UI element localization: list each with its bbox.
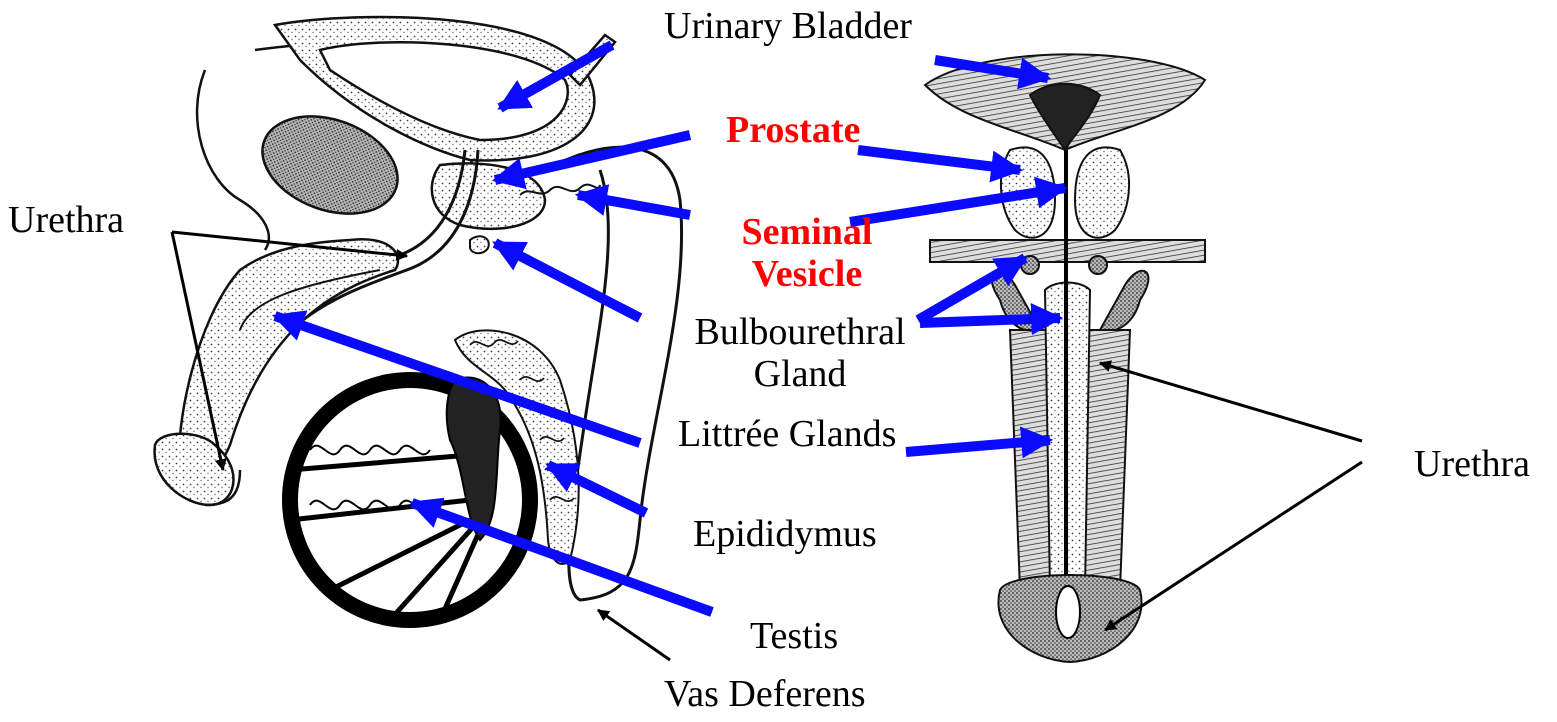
label-seminal-vesicle-line1: Seminal <box>722 212 892 254</box>
prostate-frontal-right <box>1075 147 1129 237</box>
sagittal-section-drawing <box>155 17 682 620</box>
body-outline <box>197 70 269 250</box>
label-seminal-vesicle: Seminal Vesicle <box>722 212 892 296</box>
arrow-bulbourethral-right-lower <box>920 318 1060 323</box>
label-urethra-right: Urethra <box>1414 444 1530 486</box>
arrow-bulbourethral-left <box>495 243 640 318</box>
arrow-urethra-right-lower <box>1105 462 1362 630</box>
label-bulbourethral-line2: Gland <box>670 354 930 396</box>
frontal-section-drawing <box>925 54 1205 662</box>
arrow-urethra-right-upper <box>1100 363 1362 441</box>
label-testis: Testis <box>750 616 838 658</box>
label-bulbourethral-gland: Bulbourethral Gland <box>670 312 930 396</box>
label-urinary-bladder: Urinary Bladder <box>664 6 912 48</box>
arrow-vas-deferens <box>598 610 670 660</box>
crus-right <box>1100 271 1148 331</box>
bulbourethral-gland-drawing <box>470 236 489 253</box>
arrow-seminal-vesicle-left <box>578 195 690 215</box>
label-epididymus: Epididymus <box>693 514 877 556</box>
label-bulbourethral-line1: Bulbourethral <box>670 312 930 354</box>
label-vas-deferens: Vas Deferens <box>664 674 866 716</box>
bulbourethral-gland-frontal-right <box>1089 256 1107 274</box>
label-urethra-left: Urethra <box>8 200 124 242</box>
label-seminal-vesicle-line2: Vesicle <box>722 254 892 296</box>
label-littree-glands: Littrée Glands <box>678 414 896 456</box>
arrow-prostate-right <box>858 150 1020 170</box>
label-prostate: Prostate <box>726 110 860 152</box>
